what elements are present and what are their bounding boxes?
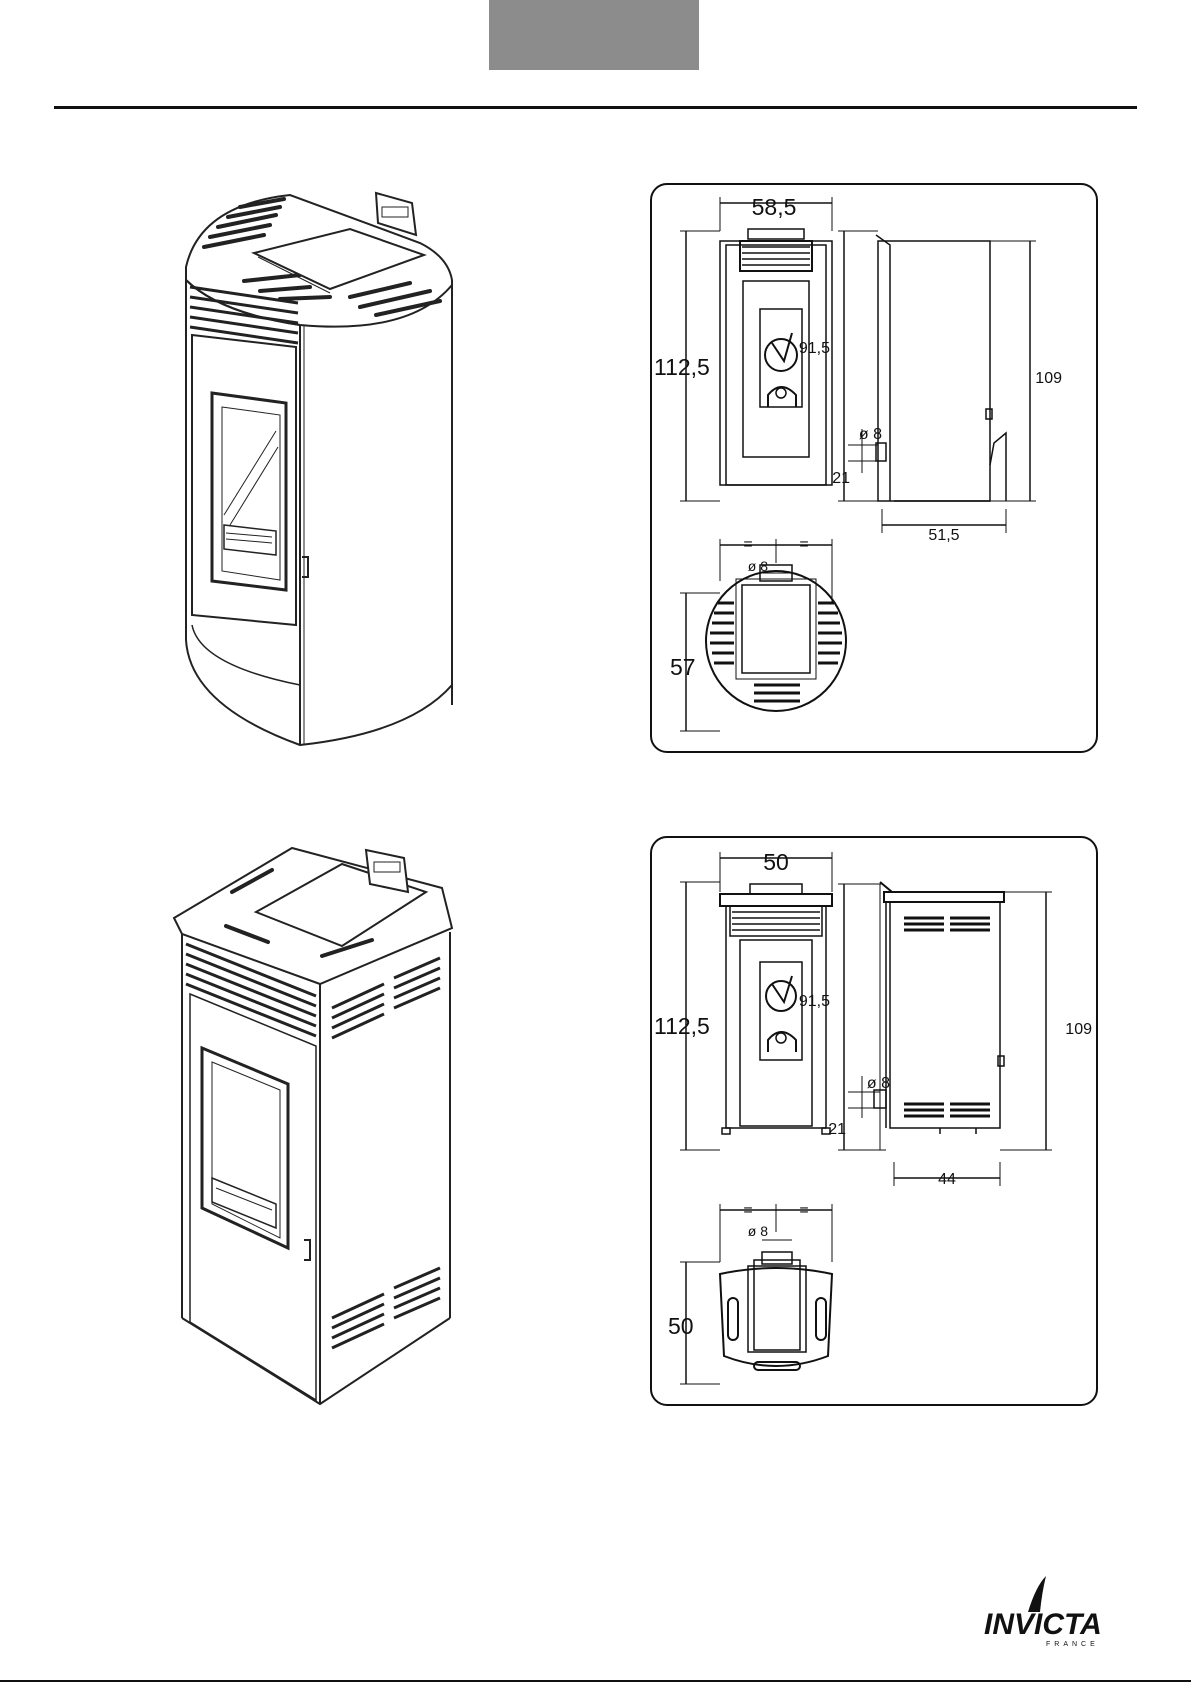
square-plan-depth-label: 50 bbox=[668, 1313, 694, 1339]
round-equal-left: = bbox=[743, 536, 752, 553]
round-plan-depth-label: 57 bbox=[670, 654, 696, 680]
round-side-height-label: 109 bbox=[1035, 370, 1062, 387]
round-flue-offset-label: 21 bbox=[832, 470, 850, 487]
square-height-label: 112,5 bbox=[654, 1013, 710, 1039]
brand-sub: FRANCE bbox=[1046, 1641, 1099, 1648]
round-depth-label: 51,5 bbox=[928, 527, 959, 544]
invicta-logo: INVICTA FRANCE bbox=[984, 1572, 1134, 1652]
brand-name: INVICTA bbox=[984, 1608, 1102, 1641]
square-plan-flue-label: ø 8 bbox=[748, 1223, 768, 1239]
square-flue-offset-label: 21 bbox=[828, 1121, 846, 1138]
round-height-label: 112,5 bbox=[654, 354, 710, 380]
round-flue-height-label: 91,5 bbox=[799, 340, 830, 357]
square-side-height-label: 109 bbox=[1065, 1021, 1092, 1038]
header-rule bbox=[54, 106, 1137, 109]
flame-icon bbox=[1028, 1576, 1046, 1612]
square-stove-dimension-panel: 50 112,5 91,5 109 ø 8 21 44 = = ø 8 50 bbox=[650, 836, 1098, 1406]
square-flue-height-label: 91,5 bbox=[799, 993, 830, 1010]
round-plan-flue-label: ø 8 bbox=[748, 558, 768, 574]
bottom-rule bbox=[0, 1680, 1191, 1682]
header-tab bbox=[489, 0, 699, 70]
round-stove-illustration bbox=[180, 185, 470, 745]
square-flue-diameter-label: ø 8 bbox=[867, 1075, 890, 1092]
square-equal-right: = bbox=[799, 1202, 808, 1219]
square-equal-left: = bbox=[743, 1202, 752, 1219]
round-width-label: 58,5 bbox=[752, 194, 797, 220]
round-stove-dimension-panel: 58,5 112,5 91,5 109 ø 8 21 51,5 = = ø 8 … bbox=[650, 183, 1098, 753]
square-width-label: 50 bbox=[763, 849, 789, 875]
round-flue-diameter-label: ø 8 bbox=[859, 426, 882, 443]
square-depth-label: 44 bbox=[938, 1171, 956, 1188]
square-stove-illustration bbox=[172, 848, 462, 1408]
round-equal-right: = bbox=[799, 536, 808, 553]
